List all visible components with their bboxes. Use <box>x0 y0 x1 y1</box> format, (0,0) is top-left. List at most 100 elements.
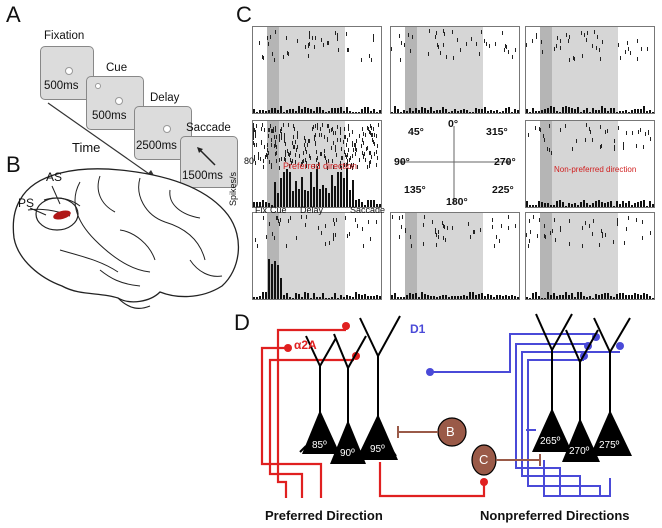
spike-tick <box>373 38 374 42</box>
spike-tick <box>263 56 264 60</box>
histogram-bar <box>379 203 381 207</box>
spike-tick <box>544 234 545 238</box>
histogram-bar <box>403 297 405 299</box>
spike-tick <box>314 164 315 168</box>
spike-tick <box>337 125 338 129</box>
histogram-bar <box>463 294 465 299</box>
spike-tick <box>452 226 453 230</box>
histogram-bar <box>418 296 420 299</box>
spike-tick <box>308 54 309 58</box>
spike-tick <box>272 129 273 133</box>
spike-tick <box>283 123 284 127</box>
histogram-bar <box>643 106 645 113</box>
histogram-bar <box>373 200 375 207</box>
spike-tick <box>617 218 618 222</box>
histogram-bar <box>568 294 570 299</box>
spike-tick <box>257 244 258 248</box>
histogram-bar <box>511 295 513 299</box>
spike-tick <box>592 44 593 48</box>
histogram-bar <box>328 111 330 113</box>
spike-tick <box>357 165 358 169</box>
histogram-bar <box>292 109 294 113</box>
histogram-bar <box>283 171 285 207</box>
histogram-bar <box>361 202 363 207</box>
spike-tick <box>480 228 481 232</box>
spike-tick <box>265 155 266 159</box>
spike-tick <box>309 31 310 35</box>
histogram-bar <box>550 205 552 207</box>
spike-tick <box>504 48 505 52</box>
epoch-saccade: Saccade <box>350 205 386 215</box>
histogram-bar <box>280 177 282 207</box>
spike-tick <box>284 157 285 161</box>
histogram-bar <box>298 294 300 299</box>
spike-tick <box>304 143 305 147</box>
histogram-bar <box>313 111 315 113</box>
histogram-bar <box>529 205 531 207</box>
histogram-bar <box>442 106 444 113</box>
histogram-bar <box>313 186 315 207</box>
spike-tick <box>321 38 322 42</box>
spike-tick <box>267 148 268 152</box>
neuron-85-label: 85º <box>312 440 327 451</box>
histogram-bar <box>424 294 426 299</box>
histogram-bar <box>319 106 321 113</box>
histogram-bar <box>406 295 408 299</box>
histogram-bar <box>376 111 378 113</box>
spike-tick <box>542 50 543 54</box>
spike-tick <box>371 133 372 137</box>
histogram-bar <box>310 171 312 207</box>
histogram-bar <box>565 205 567 207</box>
histogram-bar <box>409 108 411 113</box>
spike-tick <box>297 145 298 149</box>
spike-tick <box>367 165 368 169</box>
spike-tick <box>400 58 401 62</box>
spike-tick <box>642 220 643 224</box>
histogram-bar <box>451 111 453 113</box>
spike-tick <box>324 135 325 139</box>
spike-tick <box>428 52 429 56</box>
spike-tick <box>626 227 627 231</box>
histogram-bar <box>550 295 552 299</box>
spike-tick <box>254 128 255 132</box>
histogram-bar <box>427 109 429 113</box>
histogram-bar <box>346 107 348 113</box>
spike-tick <box>254 157 255 161</box>
histogram-bar <box>286 293 288 299</box>
histogram-bar <box>601 202 603 207</box>
spike-tick <box>297 131 298 135</box>
spike-tick <box>275 140 276 144</box>
histogram-bar <box>451 295 453 299</box>
histogram-bar <box>598 200 600 207</box>
spike-tick <box>268 42 269 46</box>
spike-tick <box>278 219 279 223</box>
histogram-bar <box>457 110 459 113</box>
histogram-bar <box>286 109 288 113</box>
spike-tick <box>435 230 436 234</box>
spike-tick <box>636 218 637 222</box>
raster-panel <box>252 26 382 114</box>
spike-tick <box>460 48 461 52</box>
spike-tick <box>589 127 590 131</box>
histogram-bar <box>469 292 471 299</box>
histogram-bar <box>484 296 486 299</box>
spike-tick <box>293 145 294 149</box>
spike-tick <box>293 135 294 139</box>
spike-tick <box>308 139 309 143</box>
spike-tick <box>316 150 317 154</box>
spike-tick <box>496 235 497 239</box>
angle-45: 45° <box>408 126 424 138</box>
spike-tick <box>337 138 338 142</box>
histogram-bar <box>562 202 564 207</box>
histogram-bar <box>367 106 369 113</box>
histogram-bar <box>577 106 579 113</box>
spike-tick <box>560 39 561 43</box>
spike-tick <box>317 166 318 170</box>
histogram-bar <box>607 201 609 207</box>
histogram-bar <box>547 107 549 113</box>
spike-tick <box>605 233 606 237</box>
histogram-bar <box>364 204 366 207</box>
histogram-bar <box>439 296 441 299</box>
spike-tick <box>323 43 324 47</box>
